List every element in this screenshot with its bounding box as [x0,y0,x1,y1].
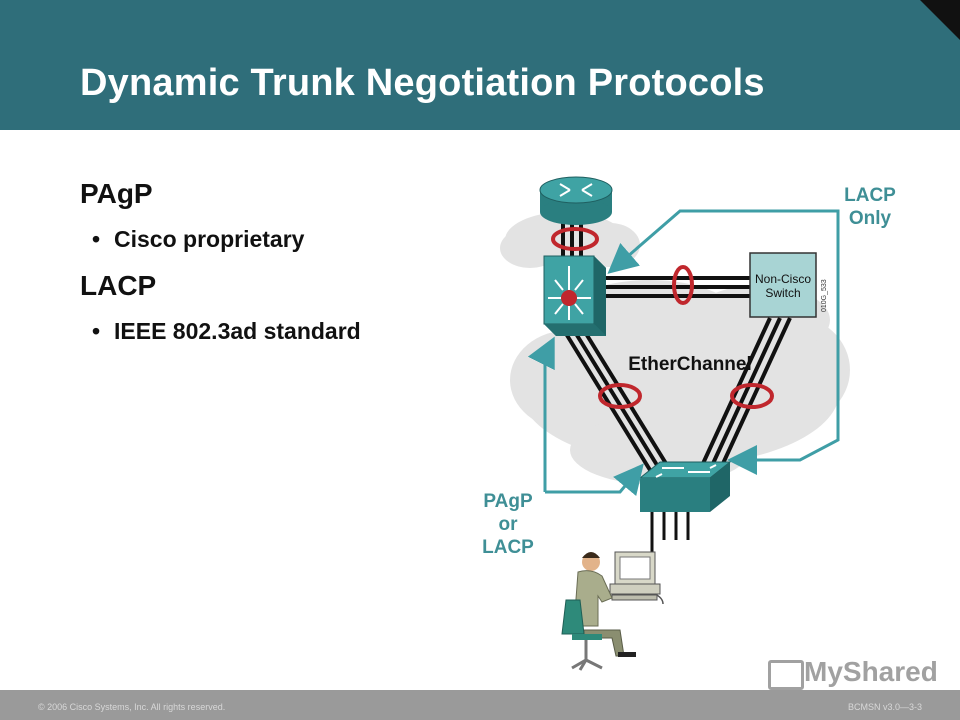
non-cisco-label-line1: Non-Cisco [755,272,811,286]
slide-footer: © 2006 Cisco Systems, Inc. All rights re… [0,690,960,720]
bullet-text: Cisco proprietary [114,226,305,252]
link-switch-access [563,330,672,472]
etherchannel-diagram: Non-Cisco Switch 010G_533 LACP Only Ethe… [482,176,896,671]
figure-id-label: 010G_533 [821,279,828,312]
arrow-lacp-only [607,209,840,475]
link-router-switch [561,220,583,262]
heading-pagp: PAgP [80,178,153,209]
lacp-only-label-line1: LACP [844,185,896,206]
access-switch-icon [638,461,732,512]
heading-lacp: LACP [80,270,157,301]
watermark-logo-icon [768,660,804,690]
non-cisco-switch-box: Non-Cisco Switch [749,252,817,318]
etherchannel-ring-right [730,383,774,409]
multilayer-switch-icon [543,255,606,336]
bullet-ieee-standard: • IEEE 802.3ad standard [92,318,361,345]
access-cables [650,512,690,585]
link-switch-noncisco [605,276,752,298]
bullet-text: IEEE 802.3ad standard [114,318,361,344]
bullet-dot: • [92,318,101,344]
pagp-or-lacp-label-line1: PAgP [483,491,533,512]
watermark-text: MyShared [804,656,938,687]
footer-course-code: BCMSN v3.0—3-3 [847,702,922,712]
router-icon [539,176,613,225]
lacp-only-label-line2: Only [849,208,892,229]
etherchannel-label: EtherChannel [628,354,752,375]
etherchannel-ring-top [551,227,599,251]
user-person-icon [561,552,636,671]
bullet-dot: • [92,226,101,252]
slide-title: Dynamic Trunk Negotiation Protocols [80,62,765,104]
footer-copyright: © 2006 Cisco Systems, Inc. All rights re… [38,702,226,712]
etherchannel-ring-left [598,383,642,409]
header-corner-decoration [920,0,960,40]
non-cisco-label-line2: Switch [765,286,800,300]
computer-icon [609,551,664,605]
etherchannel-ring-horizontal [672,265,694,305]
pagp-or-lacp-label-line3: LACP [482,537,534,558]
link-noncisco-access [698,317,792,471]
pagp-or-lacp-label-line2: or [499,514,519,535]
arrow-pagp-or-lacp [527,336,644,497]
bullet-cisco-proprietary: • Cisco proprietary [92,226,304,253]
slide-header: Dynamic Trunk Negotiation Protocols [0,0,960,130]
